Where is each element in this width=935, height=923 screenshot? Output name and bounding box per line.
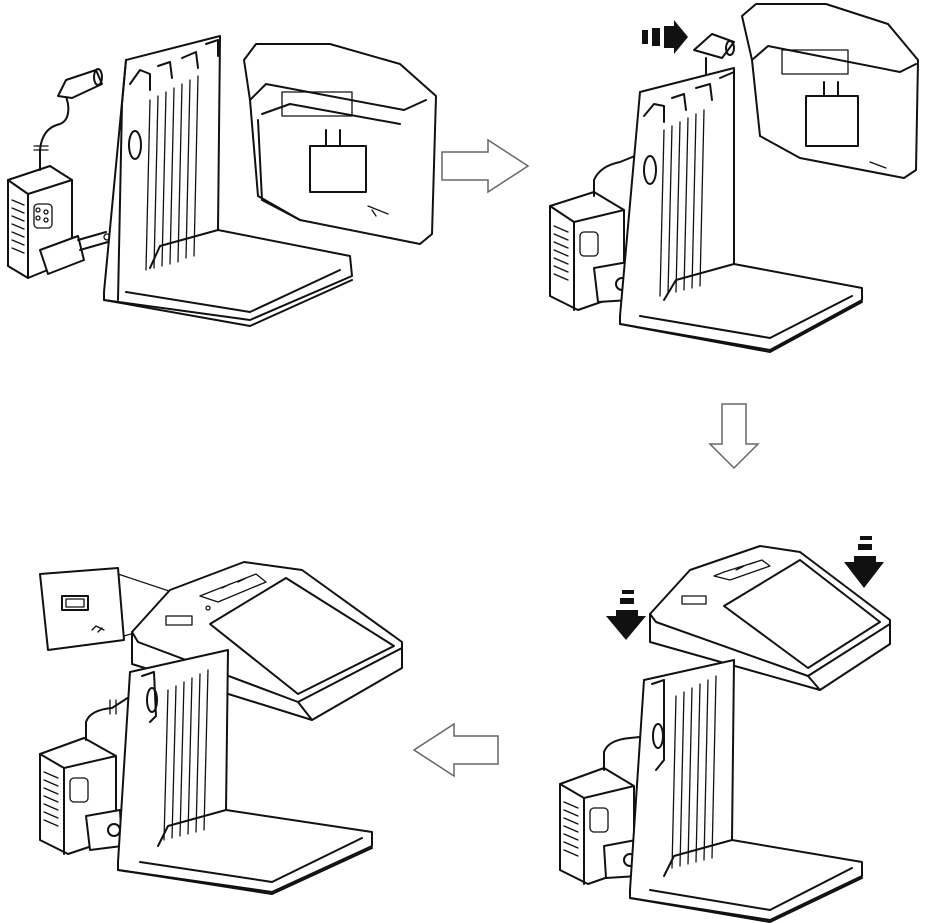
stand-icon <box>117 649 373 895</box>
display-unit-icon <box>243 43 437 245</box>
push-arrow-icon <box>606 590 646 640</box>
flow-arrow-right-icon <box>441 138 530 194</box>
flow-arrow-down-icon <box>708 403 760 470</box>
power-adapter-icon <box>39 689 141 855</box>
step-3-illustration <box>559 536 891 923</box>
power-adapter-icon <box>559 735 651 885</box>
display-unit-icon <box>649 545 891 691</box>
push-arrow-icon <box>844 536 884 588</box>
display-unit-icon <box>741 3 919 179</box>
step-4-illustration <box>39 561 403 895</box>
flow-arrow-left-icon <box>412 722 499 778</box>
power-adapter-icon <box>7 68 111 279</box>
step-1-illustration <box>7 35 437 327</box>
stand-icon <box>629 659 863 923</box>
stand-icon <box>103 35 353 327</box>
step-2-illustration <box>549 3 919 353</box>
push-arrow-icon <box>642 20 688 54</box>
stand-icon <box>619 67 863 353</box>
